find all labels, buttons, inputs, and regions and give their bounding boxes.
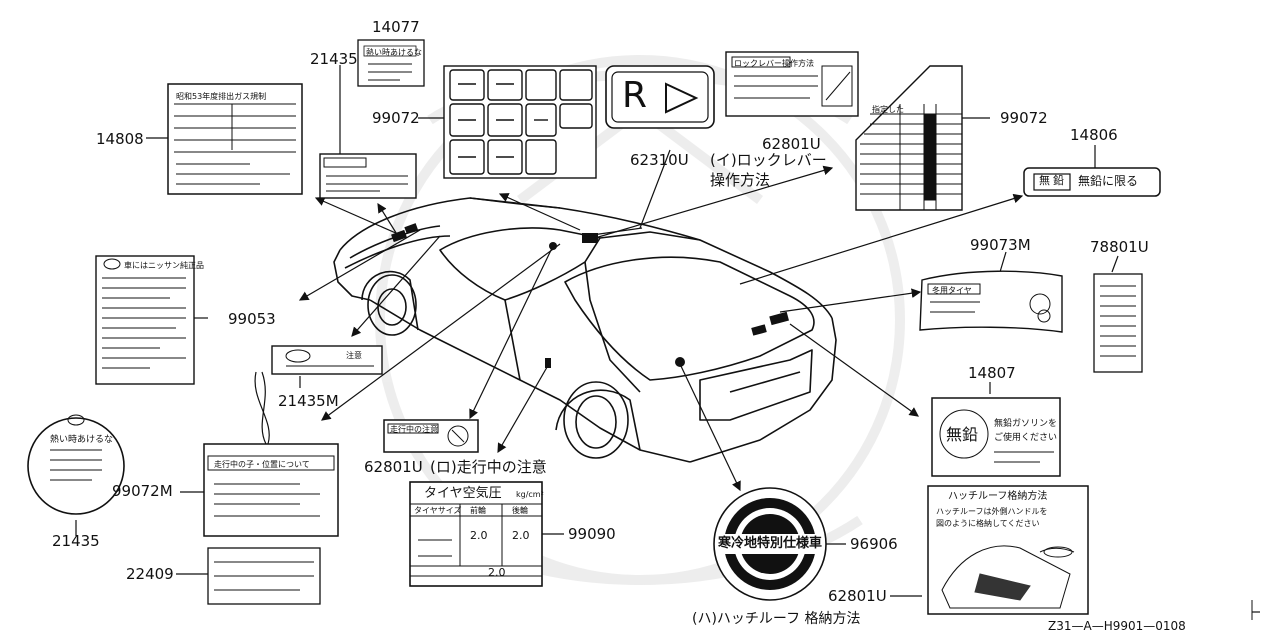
tire-front-value: 2.0 [470, 529, 488, 542]
label-99073m [919, 270, 1063, 333]
label-21435m [271, 345, 383, 375]
label-text: 走行中の子・位置について [214, 460, 310, 469]
part-number: 14807 [968, 364, 1016, 382]
label-text: 指定した [872, 105, 904, 114]
tire-col-front: 前輪 [470, 506, 486, 515]
label-62801-running [383, 419, 479, 453]
part-number: 21435 [310, 50, 358, 68]
unleaded-text: 無鉛ガソリンを [994, 419, 1058, 429]
label-gear-r [605, 65, 715, 129]
hatch-text: 図のように格納してください [936, 519, 1040, 528]
label-99072m [203, 443, 339, 537]
caption-lock-lever-method: 操作方法 [710, 171, 771, 189]
label-99090 [409, 481, 543, 587]
tire-unit: kg/cm² [516, 490, 544, 499]
part-number: 99072 [372, 109, 420, 127]
leader-lines [75, 65, 1260, 613]
label-text: 注意 [346, 351, 362, 360]
fuel-box-char2: 鉛 [1053, 174, 1064, 187]
hatch-title: ハッチルーフ格納方法 [948, 491, 1048, 502]
tire-col-rear: 後輪 [512, 506, 528, 515]
fuel-short-text: 無鉛に限る [1078, 174, 1139, 188]
part-number: 21435 [52, 532, 100, 550]
label-14077 [357, 39, 425, 87]
cold-region-text: 寒冷地特別仕様車 [718, 536, 823, 551]
label-14806 [1023, 167, 1161, 197]
unleaded-big: 無鉛 [946, 425, 979, 444]
label-text: 熱い時あけるな [50, 435, 114, 445]
part-number: 78801U [1090, 238, 1149, 256]
label-text: ロックレバー操作方法 [734, 59, 814, 68]
gear-r-glyph: R [622, 75, 648, 116]
part-number: 62801U [828, 587, 887, 605]
label-62801-lock [725, 51, 859, 117]
label-99053 [95, 255, 195, 385]
part-number: 99073M [970, 236, 1031, 254]
label-99072-grid [443, 65, 597, 179]
label-14808 [167, 83, 303, 195]
caption-lock-lever: (イ)ロックレバー [710, 151, 827, 169]
fuel-box-char1: 無 [1039, 174, 1050, 187]
part-number: 99072 [1000, 109, 1048, 127]
part-number: 99053 [228, 310, 276, 328]
tire-spare-value: 2.0 [488, 566, 506, 579]
label-text: 昭和53年度排出ガス規制 [176, 92, 267, 101]
label-14807 [931, 397, 1061, 477]
label-21435-round [27, 414, 125, 515]
label-text: 走行中の注意 [390, 425, 438, 434]
part-number: 22409 [126, 565, 174, 583]
label-78801u [1093, 273, 1143, 373]
label-text: 冬用タイヤ [932, 286, 972, 295]
car-outline [333, 197, 837, 463]
label-text: 熱い時あけるな [366, 48, 422, 57]
caption-running-caution: (ロ)走行中の注意 [430, 458, 547, 476]
diagram-code: Z31—A—H9901—0108 [1048, 619, 1186, 633]
part-number: 14077 [372, 18, 420, 36]
tire-rear-value: 2.0 [512, 529, 530, 542]
part-number: 62801U [364, 458, 423, 476]
label-22409 [207, 547, 321, 605]
unleaded-text: ご使用ください [994, 433, 1058, 443]
label-text: 車にはニッサン純正品 [124, 261, 204, 270]
part-number: 99090 [568, 525, 616, 543]
label-hatch-roof [927, 485, 1089, 615]
part-number: 96906 [850, 535, 898, 553]
part-number: 99072M [112, 482, 173, 500]
tire-title: タイヤ空気圧 [424, 486, 502, 501]
label-99072-table [855, 65, 963, 211]
label-96906 [713, 487, 827, 601]
part-number: 62801U [762, 135, 821, 153]
part-number: 21435M [278, 392, 339, 410]
part-number: 14808 [96, 130, 144, 148]
caption-hatch-roof: (ハ)ハッチルーフ 格納方法 [692, 611, 861, 627]
tire-col-size: タイヤサイズ [414, 506, 462, 515]
part-number: 62310U [630, 151, 689, 169]
part-number: 14806 [1070, 126, 1118, 144]
hatch-text: ハッチルーフは外側ハンドルを [936, 507, 1048, 516]
label-21435-upper [319, 153, 417, 199]
